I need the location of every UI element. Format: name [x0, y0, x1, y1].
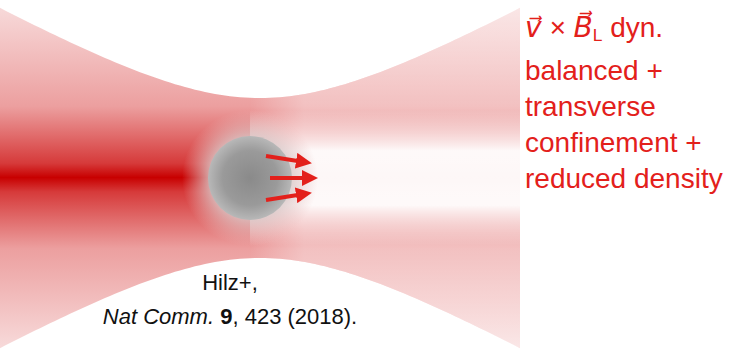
- citation-line: Hilz+,: [90, 266, 370, 300]
- citation-line: Nat Comm. 9, 423 (2018).: [90, 300, 370, 334]
- page-year: , 423 (2018).: [232, 304, 357, 329]
- target-halo: [182, 110, 318, 246]
- author-text: Hilz+,: [202, 270, 258, 295]
- math-symbol: v⃗ × B⃗: [525, 12, 593, 43]
- citation: Hilz+, Nat Comm. 9, 423 (2018).: [90, 266, 370, 334]
- journal-name: Nat Comm.: [103, 304, 214, 329]
- annotation: v⃗ × B⃗L dyn. balanced + transverse conf…: [525, 10, 730, 197]
- push-arrows: [266, 156, 310, 200]
- volume-number: 9: [220, 304, 232, 329]
- math-subscript: L: [593, 25, 603, 45]
